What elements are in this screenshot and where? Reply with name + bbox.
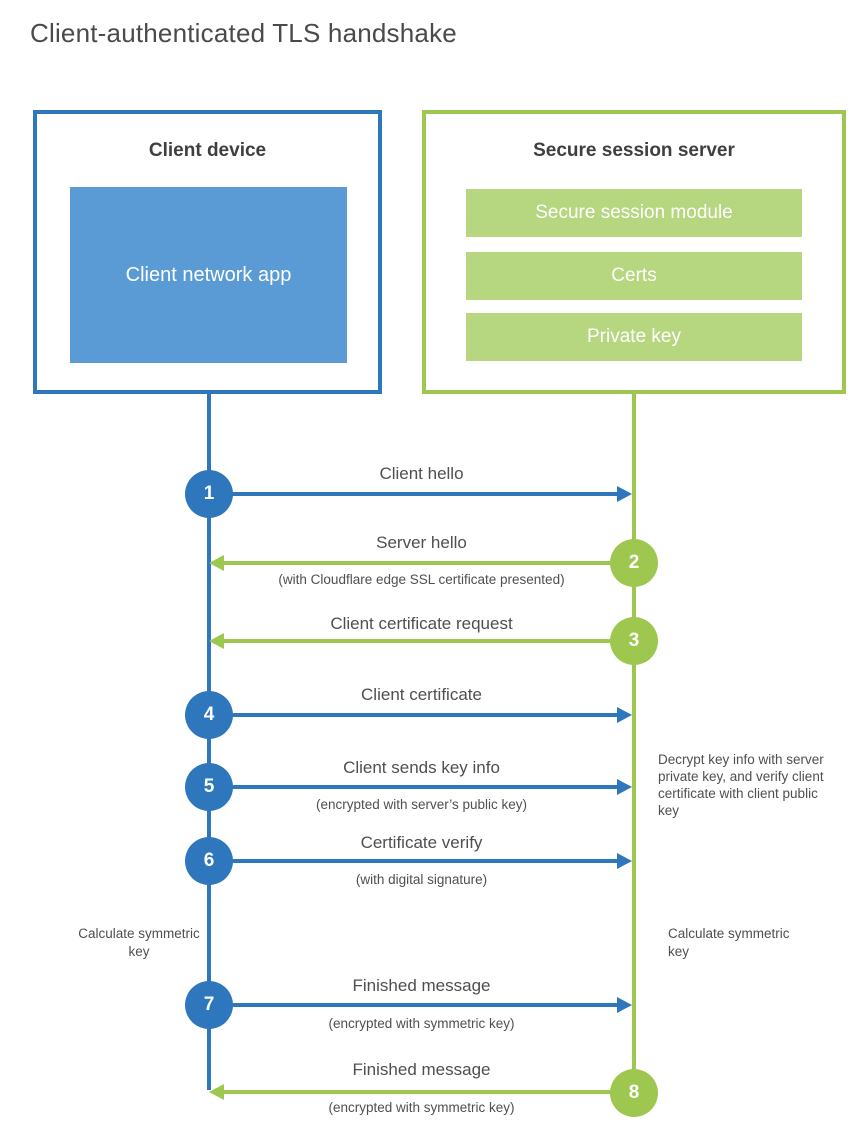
step-8-arrowhead-icon <box>209 1084 224 1100</box>
client-device-title: Client device <box>148 140 267 161</box>
step-1-arrow <box>209 492 618 496</box>
step-7-arrowhead-icon <box>617 997 632 1013</box>
step-2-badge: 2 <box>610 539 658 587</box>
step-5-arrow <box>209 785 618 789</box>
step-2-sublabel: (with Cloudflare edge SSL certificate pr… <box>278 572 565 587</box>
step-5-sublabel: (encrypted with server’s public key) <box>315 797 528 812</box>
step-1-label: Client hello <box>379 464 464 483</box>
step-7-arrow <box>209 1003 618 1007</box>
step-8-badge: 8 <box>610 1069 658 1117</box>
step-4-badge: 4 <box>185 691 233 739</box>
step-8-arrow <box>223 1090 634 1094</box>
step-4-arrowhead-icon <box>617 707 632 723</box>
server-module-bar: Secure session module <box>466 189 802 237</box>
step-6-label: Certificate verify <box>360 833 483 852</box>
page-title: Client-authenticated TLS handshake <box>30 18 457 48</box>
step-1-arrowhead-icon <box>617 486 632 502</box>
step-3-arrow <box>223 639 634 643</box>
step-3-label: Client certificate request <box>330 614 513 633</box>
client-lifeline <box>207 392 211 1090</box>
calculate-symmetric-key-note-client: Calculate symmetric key <box>78 926 200 959</box>
server-certs-bar: Certs <box>466 252 802 300</box>
secure-session-server-title: Secure session server <box>533 140 735 161</box>
step-3-arrowhead-icon <box>209 633 224 649</box>
step-8-sublabel: (encrypted with symmetric key) <box>328 1100 515 1115</box>
client-network-app-label: Client network app <box>125 264 292 286</box>
step-7-badge: 7 <box>185 981 233 1029</box>
server-lifeline <box>632 392 636 1093</box>
step-2-arrowhead-icon <box>209 555 224 571</box>
step-4-label: Client certificate <box>361 685 482 704</box>
step-4-arrow <box>209 713 618 717</box>
step-7-sublabel: (encrypted with symmetric key) <box>328 1016 515 1031</box>
step-3-badge: 3 <box>610 617 658 665</box>
secure-session-server-box: Secure session server Secure session mod… <box>422 110 846 394</box>
step-7-label: Finished message <box>352 976 491 995</box>
client-device-box: Client device Client network app <box>33 110 382 394</box>
server-private-key-bar: Private key <box>466 313 802 361</box>
step-5-arrowhead-icon <box>617 779 632 795</box>
client-network-app-box: Client network app <box>70 187 347 363</box>
step-6-arrowhead-icon <box>617 853 632 869</box>
step-6-arrow <box>209 859 618 863</box>
step-2-label: Server hello <box>376 533 467 552</box>
step-6-sublabel: (with digital signature) <box>355 872 488 887</box>
step-2-arrow <box>223 561 634 565</box>
step-6-badge: 6 <box>185 837 233 885</box>
step-5-badge: 5 <box>185 763 233 811</box>
step-1-badge: 1 <box>185 470 233 518</box>
step-8-label: Finished message <box>352 1060 491 1079</box>
decrypt-note: Decrypt key info with server private key… <box>658 752 824 818</box>
step-5-label: Client sends key info <box>343 758 500 777</box>
calculate-symmetric-key-note-server: Calculate symmetric key <box>668 926 790 959</box>
